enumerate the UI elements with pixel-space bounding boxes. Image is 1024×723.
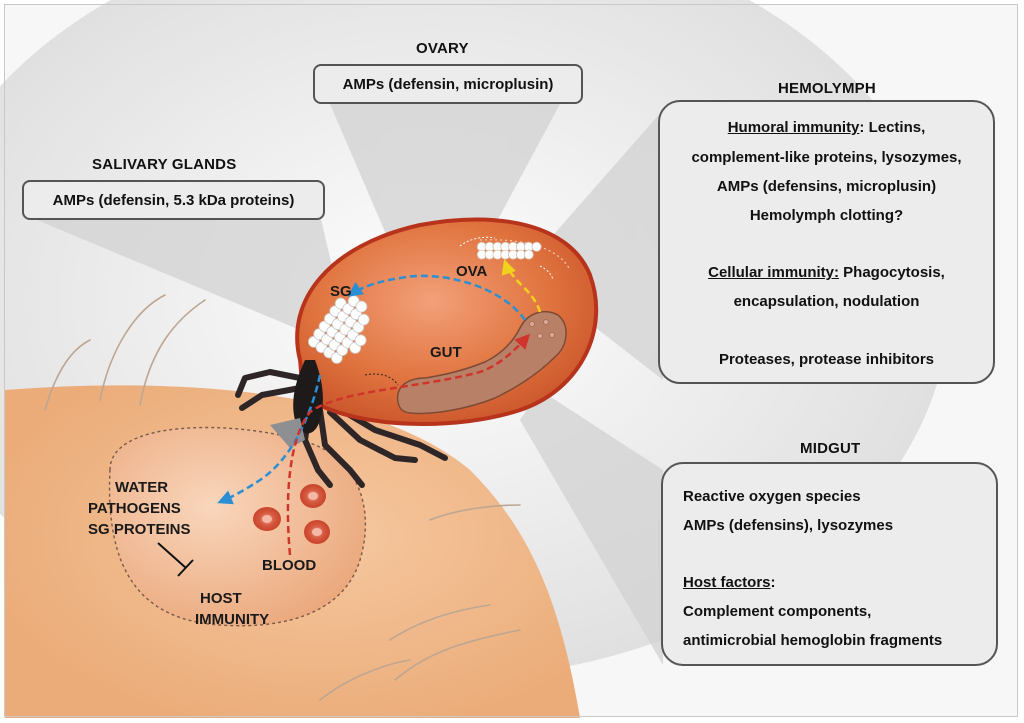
tick-head [293,360,323,434]
bead [531,241,542,252]
bead [354,334,367,347]
hemolymph-heading: HEMOLYMPH [778,80,876,97]
hemolymph-box: Humoral immunity: Lectins, complement-li… [658,100,995,384]
ova-label: OVA [456,263,488,280]
host-factors-colon: : [770,574,776,591]
host-factors-line-2: antimicrobial hemoglobin fragments [683,632,943,649]
bead [357,313,370,326]
cellular-line-1: Cellular immunity: Phagocytosis, [660,264,993,281]
ovary-content: AMPs (defensin, microplusin) [342,75,554,93]
callout-beams [25,104,663,665]
midgut-box: Reactive oxygen species AMPs (defensins)… [661,462,998,666]
bite-zone [108,426,367,627]
bead [523,249,534,260]
blood-label: BLOOD [262,557,316,574]
arrow-sg-to-skin [217,374,322,505]
pathogens-label: PATHOGENS [88,500,181,517]
salivary-glands-heading: SALIVARY GLANDS [92,156,237,173]
humoral-line-4: Hemolymph clotting? [749,207,904,224]
humoral-line-1: Humoral immunity: Lectins, [660,119,993,136]
sg-proteins-label: SG PROTEINS [88,521,191,538]
host-factors-line: Host factors: [683,574,996,591]
salivary-gland [307,295,370,364]
blood-cells [253,484,330,544]
midgut-heading: MIDGUT [800,440,861,457]
bead [355,300,368,313]
flow-arrows [217,259,542,556]
midgut-line-1: Reactive oxygen species [683,488,861,505]
host-label: HOST [200,590,242,607]
humoral-line-3: AMPs (defensins, microplusin) [716,178,937,195]
proteases-line: Proteases, protease inhibitors [718,351,935,368]
immunity-label: IMMUNITY [195,611,269,628]
arrow-gut-to-sg [347,274,527,321]
water-label: WATER [115,479,168,496]
skin-hairs [44,294,521,701]
ova-cluster [476,241,542,260]
ovary-heading: OVARY [416,40,469,57]
ovary-box: AMPs (defensin, microplusin) [313,64,583,104]
arrow-gut-to-ova [501,259,542,313]
arrow-blood-to-gut [286,333,531,556]
host-factors-title: Host factors [683,574,771,591]
inhibition-arrow [157,542,194,577]
humoral-line-2: complement-like proteins, lysozymes, [691,149,962,166]
cellular-line-2: encapsulation, nodulation [733,293,920,310]
salivary-glands-box: AMPs (defensin, 5.3 kDa proteins) [22,180,325,220]
humoral-immunity-title: Humoral immunity [727,119,860,136]
host-factors-line-1: Complement components, [683,603,872,620]
cellular-immunity-title: Cellular immunity: [708,264,839,281]
midgut-line-2: AMPs (defensins), lysozymes [683,517,894,534]
humoral-line-1-rest: : Lectins, [859,119,926,136]
gut-label: GUT [430,344,462,361]
cellular-line-1-rest: Phagocytosis, [838,264,945,281]
sg-label: SG [330,283,352,300]
salivary-glands-content: AMPs (defensin, 5.3 kDa proteins) [52,191,295,209]
